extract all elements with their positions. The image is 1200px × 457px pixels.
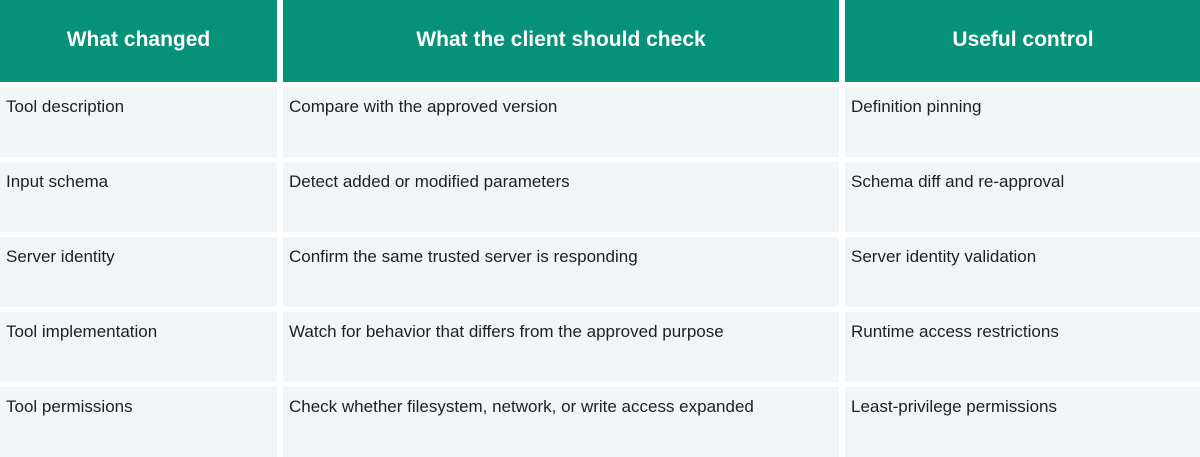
- cell-useful-control: Definition pinning: [845, 87, 1200, 157]
- column-header-what-changed: What changed: [0, 0, 277, 82]
- cell-useful-control: Schema diff and re-approval: [845, 162, 1200, 232]
- cell-useful-control: Runtime access restrictions: [845, 312, 1200, 382]
- cell-client-check: Confirm the same trusted server is respo…: [283, 237, 839, 307]
- column-header-useful-control: Useful control: [845, 0, 1200, 82]
- cell-what-changed: Input schema: [0, 162, 277, 232]
- cell-useful-control: Server identity validation: [845, 237, 1200, 307]
- cell-what-changed: Tool implementation: [0, 312, 277, 382]
- cell-client-check: Watch for behavior that differs from the…: [283, 312, 839, 382]
- cell-client-check: Detect added or modified parameters: [283, 162, 839, 232]
- cell-what-changed: Tool permissions: [0, 387, 277, 457]
- cell-what-changed: Server identity: [0, 237, 277, 307]
- cell-client-check: Compare with the approved version: [283, 87, 839, 157]
- cell-client-check: Check whether filesystem, network, or wr…: [283, 387, 839, 457]
- cell-useful-control: Least-privilege permissions: [845, 387, 1200, 457]
- cell-what-changed: Tool description: [0, 87, 277, 157]
- column-header-client-check: What the client should check: [283, 0, 839, 82]
